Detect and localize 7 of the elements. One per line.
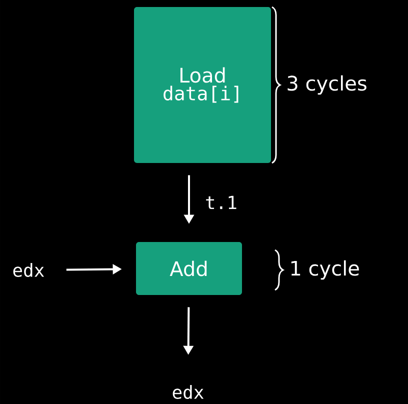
process-box: Add — [136, 242, 242, 295]
duration-label: 3 cycles — [288, 75, 366, 95]
duration-label: 1 cycle — [291, 260, 359, 280]
register-label: edx — [172, 385, 204, 399]
process-box: Load data[i] — [134, 7, 271, 163]
edge-label: t.1 — [206, 196, 236, 210]
register-label: edx — [13, 263, 44, 277]
